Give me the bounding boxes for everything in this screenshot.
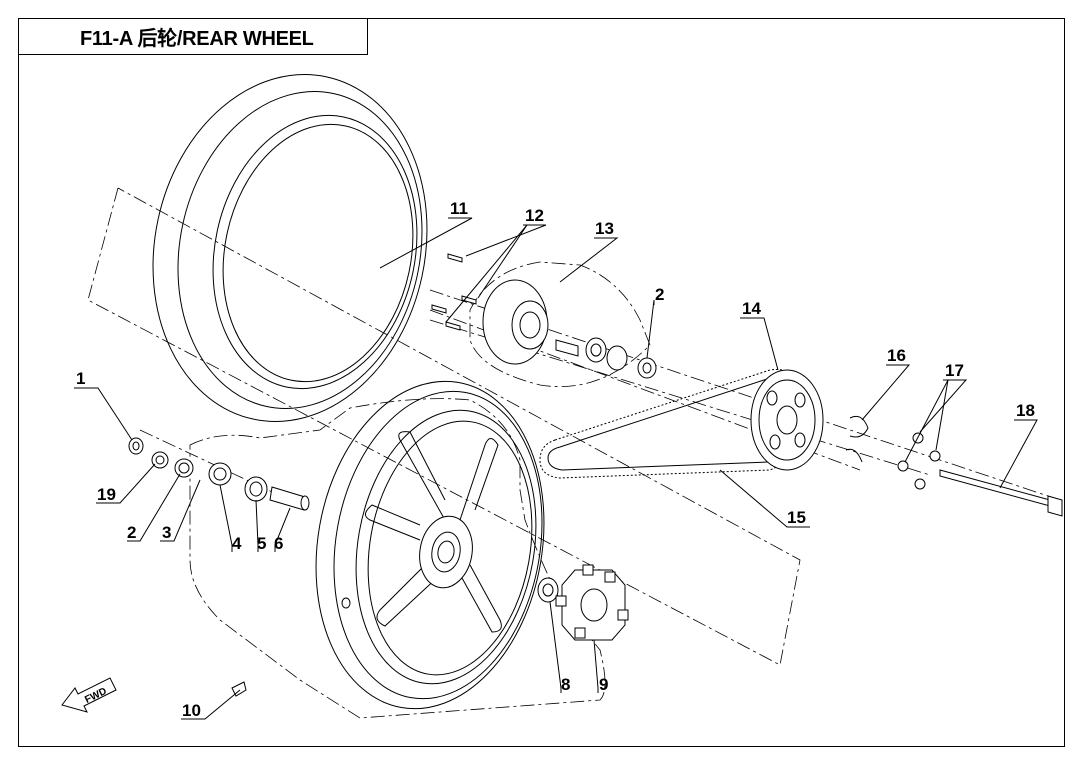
callout-8: 8 bbox=[561, 675, 570, 694]
callout-labels: 1 19 2 3 4 5 6 10 8 9 11 12 13 2 14 15 1… bbox=[76, 199, 1035, 720]
sprocket-hub-parts bbox=[431, 253, 657, 379]
callout-19: 19 bbox=[97, 485, 116, 504]
part-9-damper bbox=[561, 569, 626, 641]
axle-hardware bbox=[845, 415, 1063, 517]
part-8-bearing bbox=[537, 577, 559, 603]
drawing-frame bbox=[18, 18, 1065, 747]
callout-6: 6 bbox=[274, 534, 283, 553]
callout-10: 10 bbox=[182, 701, 201, 720]
left-axle-parts bbox=[128, 437, 310, 511]
callout-11: 11 bbox=[450, 199, 468, 218]
callout-1: 1 bbox=[76, 369, 85, 388]
callout-3: 3 bbox=[162, 523, 171, 542]
part-12-bolt bbox=[447, 253, 463, 263]
part-14-sprocket bbox=[750, 369, 824, 471]
callout-5: 5 bbox=[257, 534, 266, 553]
part-18-axle bbox=[939, 469, 1051, 507]
part-6-collar bbox=[269, 486, 306, 511]
callout-9: 9 bbox=[599, 675, 608, 694]
callout-2-right: 2 bbox=[655, 285, 664, 304]
callout-4: 4 bbox=[232, 534, 242, 553]
callout-18: 18 bbox=[1016, 401, 1035, 420]
callout-17: 17 bbox=[945, 361, 964, 380]
part-19-washer bbox=[151, 451, 169, 469]
part-1-nut bbox=[128, 437, 144, 455]
callout-2-left: 2 bbox=[127, 523, 136, 542]
callout-12: 12 bbox=[525, 206, 544, 225]
damper-parts bbox=[537, 564, 629, 641]
part-16-lock bbox=[849, 415, 869, 438]
page-title: F11-A 后轮/REAR WHEEL bbox=[18, 18, 368, 55]
rear-wheel-rim bbox=[315, 380, 545, 710]
part-2-seal bbox=[174, 458, 194, 478]
callout-16: 16 bbox=[887, 346, 906, 365]
leader-lines bbox=[74, 217, 1038, 720]
callout-14: 14 bbox=[742, 299, 761, 318]
callout-13: 13 bbox=[595, 219, 614, 238]
part-4-spacer bbox=[208, 462, 232, 486]
part-10-valve bbox=[231, 681, 247, 697]
drive-chain-sprocket bbox=[539, 368, 824, 479]
callout-15: 15 bbox=[787, 508, 806, 527]
part-5-bearing bbox=[244, 476, 268, 502]
fwd-arrow: FWD bbox=[61, 677, 117, 713]
rear-tire bbox=[152, 74, 428, 422]
part-2-seal-right bbox=[637, 357, 657, 379]
